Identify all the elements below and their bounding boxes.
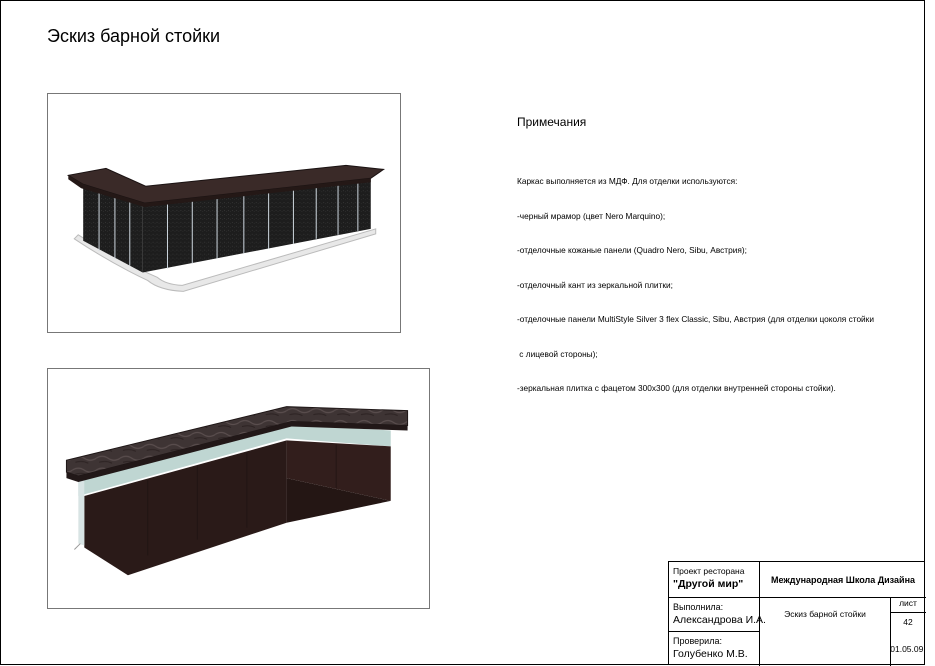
project-label: Проект ресторана	[673, 566, 745, 576]
notes-heading: Примечания	[517, 115, 587, 129]
date: 01.05.09.	[890, 644, 926, 654]
notes-line: -отделочные панели MultiStyle Silver 3 f…	[517, 314, 874, 324]
performed-label: Выполнила:	[673, 602, 724, 612]
stamp-divider	[669, 597, 926, 598]
notes-line: -зеркальная плитка с фацетом 300х300 (дл…	[517, 383, 836, 393]
drawing-title: Эскиз барной стойки	[784, 609, 866, 619]
stamp-divider	[759, 562, 760, 666]
performed-name: Александрова И.А.	[673, 614, 766, 626]
bar-counter-perspective-illustration	[65, 406, 409, 576]
sheet-number: 42	[903, 617, 913, 627]
stamp-divider	[890, 597, 891, 666]
sheet-label: лист	[899, 598, 917, 608]
bar-counter-render-front	[47, 93, 401, 333]
notes-line: Каркас выполняется из МДФ. Для отделки и…	[517, 176, 738, 186]
notes-line: с лицевой стороны);	[517, 348, 598, 359]
notes-line: -отделочные кожаные панели (Quadro Nero,…	[517, 245, 747, 255]
project-name: "Другой мир"	[673, 578, 744, 590]
stamp-divider	[669, 631, 760, 632]
notes-body: Каркас выполняется из МДФ. Для отделки и…	[517, 153, 874, 406]
notes-line: -черный мрамор (цвет Nero Marquino);	[517, 210, 666, 221]
title-block: Проект ресторана "Другой мир" Международ…	[668, 561, 926, 666]
school-name: Международная Школа Дизайна	[770, 574, 916, 585]
bar-counter-render-perspective	[47, 368, 430, 609]
checked-name: Голубенко М.В.	[673, 648, 748, 660]
notes-line: -отделочный кант из зеркальной плитки;	[517, 279, 673, 290]
stamp-divider	[890, 612, 926, 613]
checked-label: Проверила:	[673, 636, 722, 646]
bar-counter-front-illustration	[66, 164, 386, 292]
page-title: Эскиз барной стойки	[47, 26, 221, 46]
